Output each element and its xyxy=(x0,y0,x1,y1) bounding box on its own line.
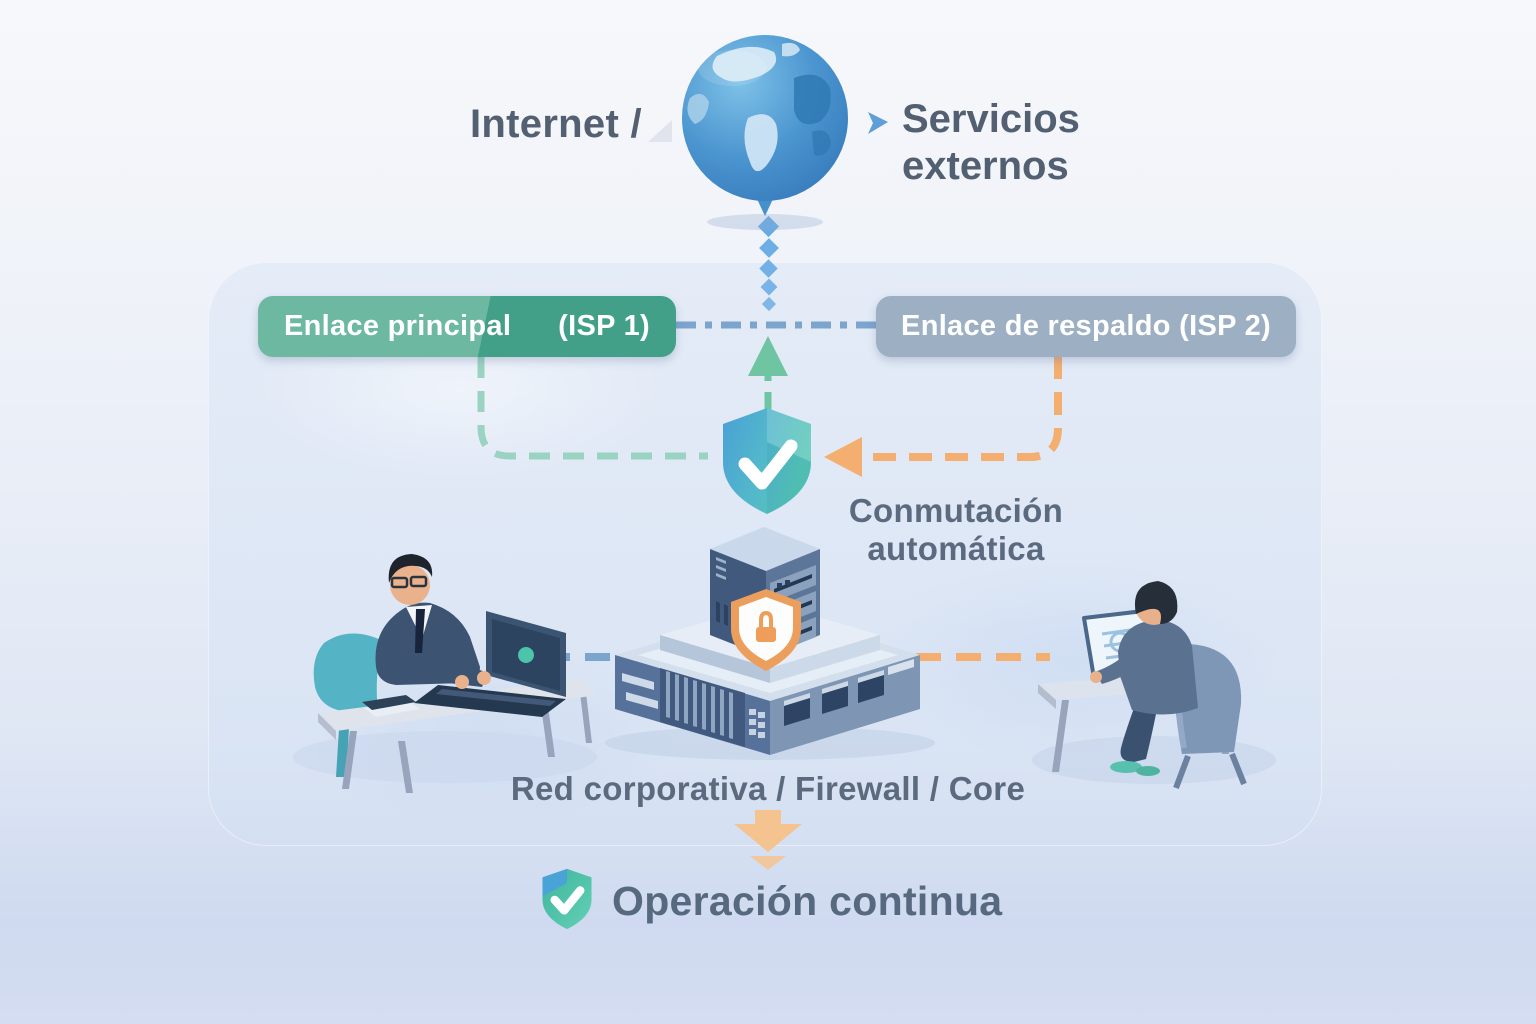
server-firewall-illustration xyxy=(605,527,935,760)
left-chair xyxy=(313,633,383,715)
slash-shadow-decoration xyxy=(648,120,672,142)
shield-check-icon xyxy=(723,408,811,514)
operation-shield-icon xyxy=(542,868,592,930)
left-desk-shadow xyxy=(293,731,597,783)
internet-label: Internet / xyxy=(470,102,642,146)
primary-link-path xyxy=(477,357,708,460)
failover-up-arrow-head xyxy=(748,336,788,376)
notebook xyxy=(364,701,420,717)
failover-label: Conmutación automática xyxy=(840,492,1072,568)
core-network-label: Red corporativa / Firewall / Core xyxy=(510,770,1026,807)
left-laptop xyxy=(414,611,566,717)
employee-right-illustration xyxy=(1032,581,1276,790)
employee-left-illustration xyxy=(293,554,598,793)
primary-link-label: Enlace principal xyxy=(284,310,512,342)
primary-link-badge: Enlace principal (ISP 1) xyxy=(258,296,676,357)
backup-link-badge: Enlace de respaldo (ISP 2) xyxy=(876,296,1296,357)
failover-label-line2: automática xyxy=(867,530,1045,567)
external-services-label: Servicios externos xyxy=(902,97,1080,188)
continuous-operation-label: Operación continua xyxy=(612,878,1003,924)
globe-icon xyxy=(682,35,848,230)
backup-link-path xyxy=(856,356,1062,461)
block-arrow-down-icon xyxy=(734,810,802,870)
backup-link-label: Enlace de respaldo (ISP 2) xyxy=(901,310,1271,342)
right-employee xyxy=(1090,581,1198,776)
arrow-right-marker-icon xyxy=(868,112,888,134)
smartphone xyxy=(362,695,416,710)
failover-label-line1: Conmutación xyxy=(848,492,1064,529)
backup-link-arrow-head xyxy=(824,437,862,477)
shield-lock-icon xyxy=(731,589,801,671)
primary-link-isp-label: (ISP 1) xyxy=(558,310,650,342)
